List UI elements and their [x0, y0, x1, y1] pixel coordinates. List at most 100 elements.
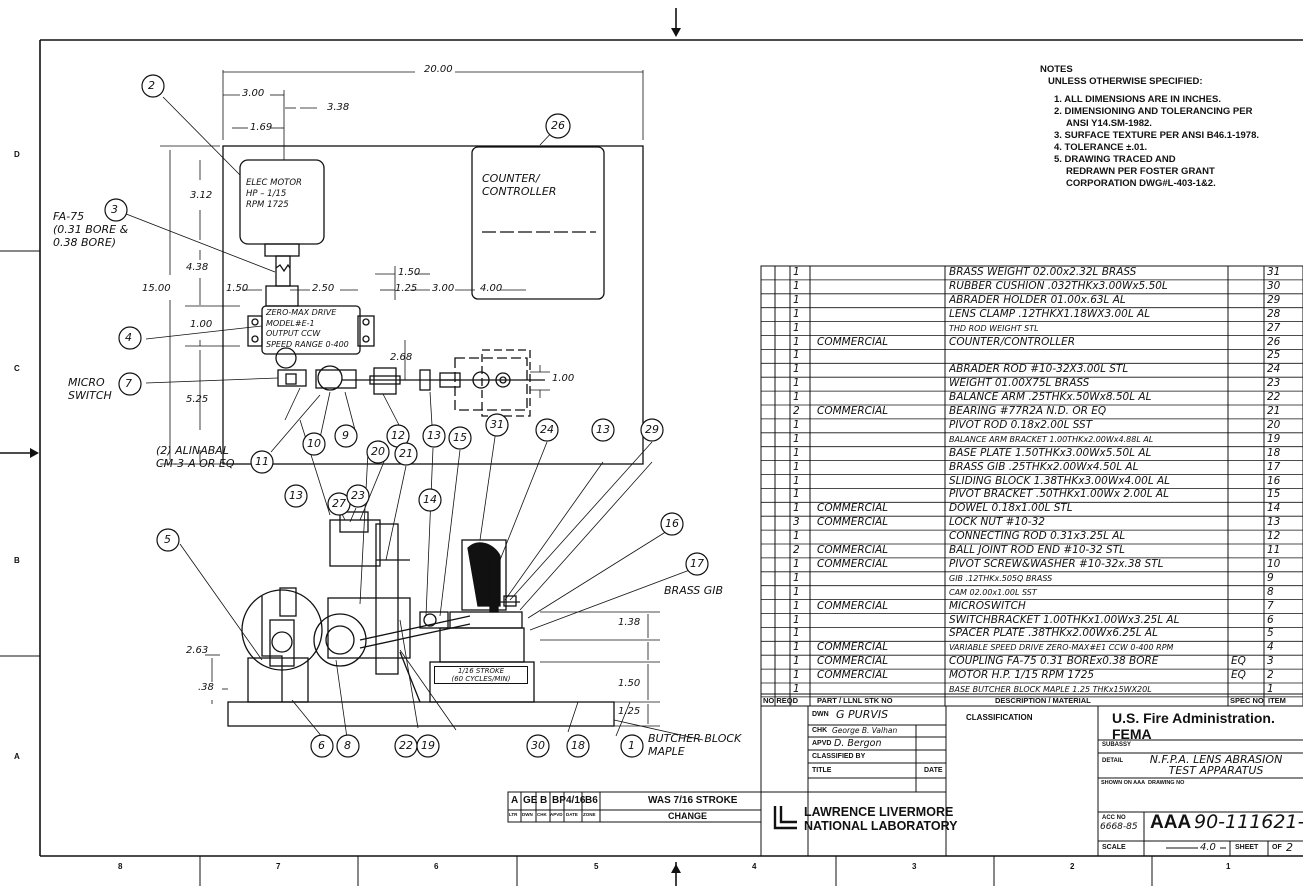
note-2: 2. DIMENSIONING AND TOLERANCING PER	[1054, 106, 1253, 117]
parts-item: 4	[1267, 641, 1274, 654]
zone-4: 4	[752, 862, 757, 871]
parts-qty: 1	[793, 432, 800, 445]
micro-switch-label: MICRO SWITCH	[68, 376, 112, 402]
parts-part-no	[817, 280, 947, 294]
balloon-e24: 24	[540, 423, 554, 436]
balloon-e16: 16	[665, 517, 679, 530]
parts-item: 6	[1267, 613, 1274, 626]
parts-item: 29	[1267, 293, 1281, 306]
parts-description: PIVOT SCREW&WASHER #10-32x.38 STL	[949, 557, 1164, 570]
rev-label-chk: CHK	[537, 812, 547, 817]
shown-on-label: SHOWN ON AAA	[1101, 780, 1146, 786]
acc-no: 6668-85	[1100, 822, 1138, 832]
zone-6: 6	[434, 862, 439, 871]
parts-qty: 1	[793, 627, 800, 640]
drawn-by: G PURVIS	[836, 708, 889, 721]
dim-3-00: 3.00	[242, 88, 265, 99]
drawing-no-label: DRAWING NO	[1148, 780, 1185, 786]
parts-description: COUNTER/CONTROLLER	[949, 335, 1076, 348]
parts-part-no	[817, 447, 947, 461]
parts-item: 8	[1267, 585, 1274, 598]
subassy-label: SUBASSY	[1102, 742, 1132, 748]
zone-7: 7	[276, 862, 281, 871]
parts-part-no	[817, 377, 947, 391]
parts-item: 13	[1267, 516, 1281, 529]
parts-description: BALANCE ARM .25THKx.50Wx8.50L AL	[949, 391, 1152, 404]
parts-description: BASE PLATE 1.50THKx3.00Wx5.50L AL	[949, 446, 1152, 459]
zone-8: 8	[118, 862, 123, 871]
parts-qty: 2	[793, 405, 800, 417]
parts-qty: 1	[793, 460, 800, 473]
parts-qty: 1	[793, 585, 800, 598]
parts-qty: 1	[793, 279, 800, 292]
parts-part-no	[817, 266, 947, 280]
rev-ltr: A	[511, 795, 519, 806]
sheet-of-value: 2	[1286, 841, 1293, 854]
parts-description: VARIABLE SPEED DRIVE ZERO-MAX#E1 CCW 0-4…	[949, 643, 1174, 653]
butcher-block-label: BUTCHER BLOCK MAPLE	[648, 732, 742, 758]
parts-spec-no	[1231, 363, 1265, 377]
motor-label: ELEC MOTOR HP – 1/15 RPM 1725	[246, 178, 302, 210]
dim-20: 20.00	[424, 64, 453, 75]
parts-qty: 1	[793, 488, 800, 501]
parts-item: 25	[1267, 349, 1281, 362]
parts-item: 19	[1267, 432, 1281, 445]
header-no-reqd: NO REQD	[763, 696, 799, 705]
rev-label-zone: ZONE	[583, 812, 596, 817]
balloon-10: 10	[307, 437, 321, 450]
parts-qty: 1	[793, 377, 800, 390]
parts-item: 27	[1267, 321, 1281, 334]
date-label: DATE	[924, 767, 943, 774]
parts-spec-no	[1231, 405, 1265, 419]
revision-block: A GE B BP 4/16 B6 WAS 7/16 STROKE LTR DW…	[508, 792, 761, 822]
parts-qty: 1	[793, 321, 800, 334]
parts-item: 30	[1267, 279, 1281, 292]
parts-item: 9	[1267, 571, 1274, 584]
parts-item: 2	[1267, 669, 1274, 682]
header-part: PART / LLNL STK NO	[817, 696, 893, 705]
parts-description: MICROSWITCH	[949, 599, 1026, 612]
note-1: 1. ALL DIMENSIONS ARE IN INCHES.	[1054, 94, 1221, 105]
zone-d: D	[14, 150, 20, 159]
balloon-e5: 5	[164, 533, 171, 546]
dim-1-25: 1.25	[395, 283, 418, 294]
parts-part-no	[817, 530, 947, 544]
parts-description: SWITCHBRACKET 1.00THKx1.00Wx3.25L AL	[949, 613, 1180, 626]
parts-qty: 1	[793, 474, 800, 487]
parts-spec-no	[1231, 558, 1265, 572]
balloon-e23: 23	[351, 489, 365, 502]
acc-no-label: ACC NO	[1102, 815, 1126, 821]
parts-spec-no	[1231, 266, 1265, 280]
balloon-e20: 20	[371, 445, 385, 458]
zone-c: C	[14, 364, 20, 373]
dim-1-00: 1.00	[190, 319, 213, 330]
parts-part-no	[817, 308, 947, 322]
dim-4-38: 4.38	[186, 262, 209, 273]
parts-item: 24	[1267, 363, 1281, 376]
balloon-e8: 8	[344, 739, 351, 752]
header-description: DESCRIPTION / MATERIAL	[995, 696, 1091, 705]
parts-description: BEARING #77R2A N.D. OR EQ	[949, 405, 1107, 417]
parts-qty: 1	[793, 655, 800, 668]
parts-part-no: COMMERCIAL	[817, 655, 889, 668]
chk-label: CHK	[812, 727, 828, 734]
note-4: 4. TOLERANCE ±.01.	[1054, 142, 1148, 153]
parts-part-no	[817, 419, 947, 433]
dim-2-68: 2.68	[390, 352, 413, 363]
parts-description: BRASS GIB .25THKx2.00Wx4.50L AL	[949, 460, 1139, 473]
parts-part-no	[817, 475, 947, 489]
parts-qty: 1	[793, 293, 800, 306]
general-notes: NOTES UNLESS OTHERWISE SPECIFIED: 1. ALL…	[1040, 64, 1302, 190]
parts-spec-no	[1231, 322, 1265, 336]
parts-qty: 1	[793, 418, 800, 431]
classification-label: CLASSIFICATION	[966, 713, 1033, 722]
classified-by-label: CLASSIFIED BY	[812, 753, 866, 760]
balloon-2: 2	[148, 79, 155, 92]
